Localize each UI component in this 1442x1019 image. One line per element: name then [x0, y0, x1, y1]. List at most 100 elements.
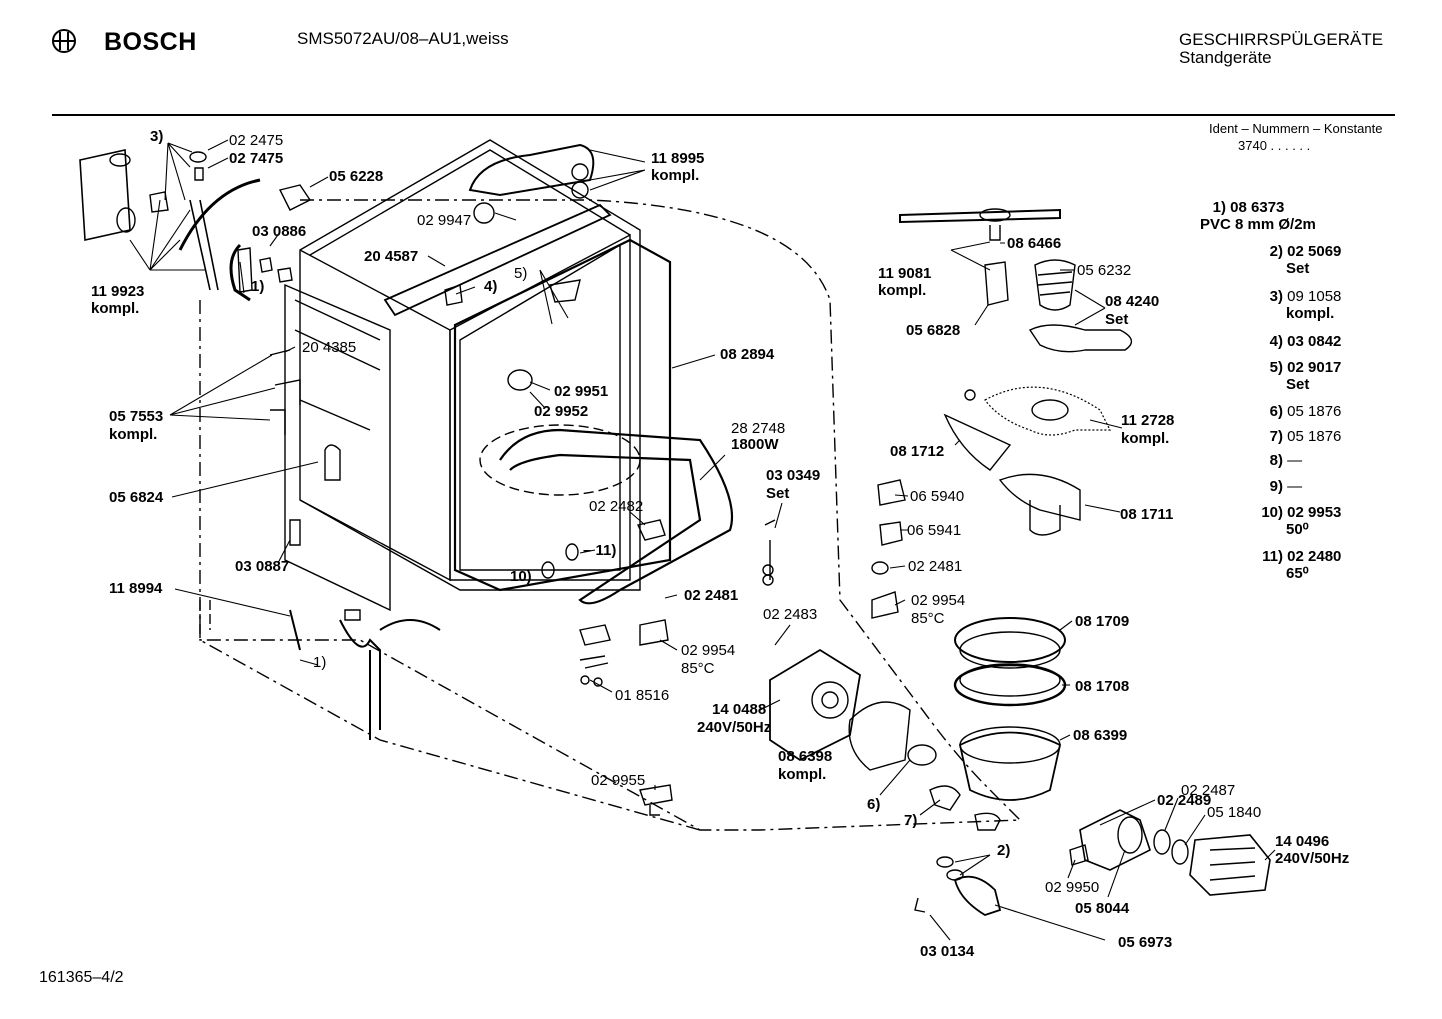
drawing-number: 161365–4/2 [39, 969, 124, 986]
legend-num: 7) [1269, 428, 1283, 445]
legend-num: 6) [1269, 403, 1283, 420]
label-022487: 02 2487 [1181, 782, 1236, 799]
category-line-1: GESCHIRRSPÜLGERÄTE [1179, 30, 1384, 49]
legend-value: — [1287, 478, 1303, 495]
header-divider [52, 114, 1395, 116]
legend-value: 02 9953 [1287, 504, 1342, 521]
spray-rail [383, 203, 612, 317]
legend-num: 8) [1269, 452, 1283, 469]
filter-tube [1034, 259, 1076, 311]
legend-item-4: 4) 03 0842 [1243, 333, 1342, 350]
category-line-2: Standgeräte [1179, 48, 1272, 67]
label-056824: 05 6824 [109, 489, 164, 506]
label-065941: 06 5941 [907, 522, 962, 539]
leader-lines [129, 139, 1276, 941]
label-056232: 05 6232 [1077, 262, 1132, 279]
label-057553: 05 7553 [109, 408, 164, 425]
label-065940: 06 5940 [910, 488, 965, 505]
legend-sub: 65⁰ [1286, 565, 1309, 582]
thermostat-2 [871, 591, 899, 619]
legend-num: 9) [1269, 478, 1283, 495]
legend-num: 11) [1262, 548, 1283, 565]
label-112728: 11 2728 [1121, 412, 1175, 429]
drain-pump-motor [1189, 834, 1271, 896]
side-panel [284, 283, 391, 612]
label-112728-kompl: kompl. [1121, 430, 1170, 447]
label-022481-a: 02 2481 [684, 587, 739, 604]
label-030887: 03 0887 [235, 558, 290, 575]
legend-item-6: 6) 05 1876 [1243, 403, 1342, 420]
label-204385: 20 4385 [302, 339, 357, 356]
label-084240-set: Set [1105, 311, 1129, 328]
thermostat-1 [639, 619, 669, 646]
label-029952: 02 9952 [534, 403, 589, 420]
legend-value: 05 1876 [1287, 403, 1342, 420]
label-030134: 03 0134 [920, 943, 975, 960]
tub-boundary-outline [199, 199, 1022, 831]
label-029951: 02 9951 [554, 383, 609, 400]
label-022489: 02 2489 [1157, 792, 1212, 809]
label-2: 2) [997, 842, 1011, 859]
legend-sub: kompl. [1286, 305, 1335, 322]
label-6: 6) [867, 796, 881, 813]
label-056828: 05 6828 [906, 322, 961, 339]
circulation-pump-motor [769, 648, 861, 762]
top-spray-pipe [468, 143, 595, 197]
label-086399: 08 6399 [1073, 727, 1128, 744]
label-051840: 05 1840 [1207, 804, 1262, 821]
label-027475: 02 7475 [229, 150, 284, 167]
tub-body [299, 139, 641, 591]
legend-num: 3) [1269, 288, 1283, 305]
label-3: 3) [150, 128, 164, 145]
legend-sub: 50⁰ [1286, 521, 1309, 538]
legend-item-1: 1) 08 6373 PVC 8 mm Ø/2m [1186, 199, 1316, 233]
label-140488: 14 0488 [712, 701, 767, 718]
label-1a: 1) [251, 278, 265, 295]
legend-value: 02 5069 [1287, 243, 1342, 260]
label-022483: 02 2483 [763, 606, 818, 623]
label-029954-a: 02 9954 [681, 642, 736, 659]
label-029950: 02 9950 [1045, 879, 1100, 896]
label-029955: 02 9955 [591, 772, 646, 789]
seal-ring-1 [954, 617, 1066, 663]
label-11: – 11) [583, 542, 617, 559]
legend-value: 02 9017 [1287, 359, 1342, 376]
legend-item-10: 10) 02 9953 50⁰ [1243, 504, 1341, 538]
label-022475: 02 2475 [229, 132, 284, 149]
legend-value: 05 1876 [1287, 428, 1342, 445]
label-029954-b: 02 9954 [911, 592, 966, 609]
legend-num: 2) [1269, 243, 1283, 260]
model-number: SMS5072AU/08–AU1,weiss [297, 29, 509, 48]
micro-filter [984, 386, 1111, 436]
label-118994: 11 8994 [109, 580, 163, 597]
legend-value: — [1287, 452, 1303, 469]
label-084240: 08 4240 [1105, 293, 1160, 310]
drain-hose [289, 609, 441, 740]
label-081708: 08 1708 [1075, 678, 1130, 695]
label-029954-a-temp: 85°C [681, 660, 715, 677]
label-018516: 01 8516 [615, 687, 670, 704]
drain-pump-ring [1153, 829, 1171, 855]
legend-num: 1) [1212, 199, 1226, 216]
label-030886: 03 0886 [252, 223, 307, 240]
legend-value: 09 1058 [1287, 288, 1342, 305]
base-outline [199, 300, 701, 831]
legend-item-7: 7) 05 1876 [1243, 428, 1342, 445]
label-086466: 08 6466 [1007, 235, 1062, 252]
label-082894: 08 2894 [720, 346, 775, 363]
label-140496-volt: 240V/50Hz [1275, 850, 1350, 867]
tube-bracket [1028, 324, 1133, 353]
drain-pump-housing [1079, 809, 1151, 871]
label-086398: 08 6398 [778, 748, 833, 765]
label-022481-b: 02 2481 [908, 558, 963, 575]
label-029954-b-temp: 85°C [911, 610, 945, 627]
label-086398-kompl: kompl. [778, 766, 827, 783]
legend-value: 02 2480 [1287, 548, 1342, 565]
ident-value: 3740 . . . . . . [1238, 138, 1311, 153]
inlet-box [79, 149, 131, 241]
label-282748-watt: 1800W [731, 436, 779, 453]
fine-filter [943, 413, 1012, 471]
legend-item-2: 2) 02 5069 Set [1243, 243, 1342, 277]
label-119923: 11 9923 [91, 283, 145, 300]
